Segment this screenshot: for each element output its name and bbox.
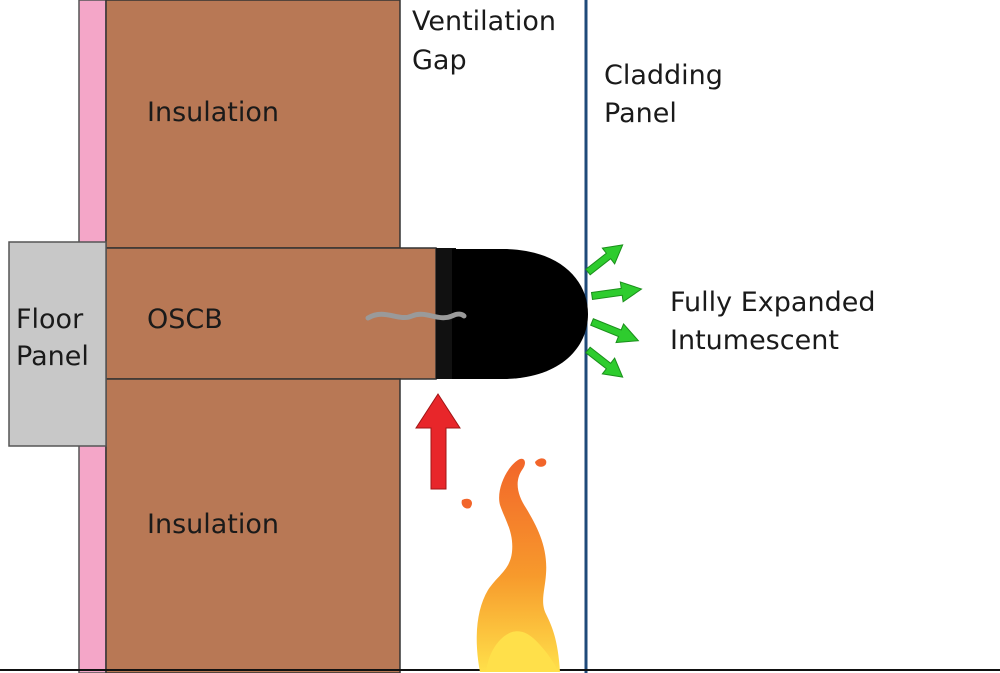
insulation-top-label: Insulation: [147, 97, 279, 128]
expansion-arrow-up: [585, 244, 624, 276]
ventilation-gap-label-line2: Gap: [412, 45, 467, 76]
expansion-arrow-mid: [590, 281, 643, 303]
heat-arrow: [415, 393, 461, 490]
intumescent-label-line1: Fully Expanded: [670, 287, 875, 318]
insulation-top-block: [105, 0, 401, 249]
insulation-bottom-label: Insulation: [147, 509, 279, 540]
floor-panel-label-line2: Panel: [16, 341, 89, 372]
expanded-intumescent: [452, 249, 588, 379]
expansion-arrows: [585, 244, 643, 378]
insulation-bottom-block: [105, 378, 401, 673]
ventilation-gap-label-line1: Ventilation: [412, 6, 556, 37]
floor-panel-label-line1: Floor: [16, 304, 84, 335]
intumescent-label-line2: Intumescent: [670, 325, 839, 356]
intumescent-strip: [436, 248, 456, 379]
floor-panel-block: [8, 241, 107, 447]
cladding-panel-label-line2: Panel: [604, 98, 677, 129]
flame-icon: [461, 458, 560, 672]
expansion-arrow-down: [585, 346, 624, 378]
cladding-panel-label-line1: Cladding: [604, 60, 723, 91]
oscb-label: OSCB: [147, 304, 223, 335]
expansion-arrow-lowmid: [590, 318, 640, 344]
wire: [365, 311, 467, 321]
